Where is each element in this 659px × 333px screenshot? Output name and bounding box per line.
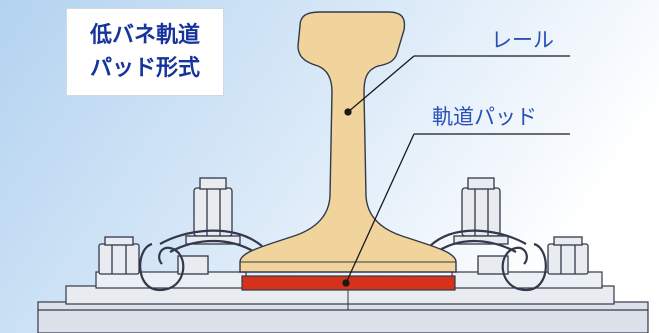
rail-leader xyxy=(344,55,570,116)
left-fastener xyxy=(98,177,263,292)
pad-label: 軌道パッド xyxy=(432,105,537,129)
pad-leader xyxy=(342,133,570,287)
rail xyxy=(239,11,457,273)
title-line-1: 低バネ軌道 xyxy=(89,23,200,48)
title-box: 低バネ軌道 パッド形式 xyxy=(66,8,224,96)
rail-label: レール xyxy=(491,28,554,52)
base-plate xyxy=(37,271,649,333)
right-fastener xyxy=(429,177,589,292)
title-line-2: パッド形式 xyxy=(89,56,200,81)
